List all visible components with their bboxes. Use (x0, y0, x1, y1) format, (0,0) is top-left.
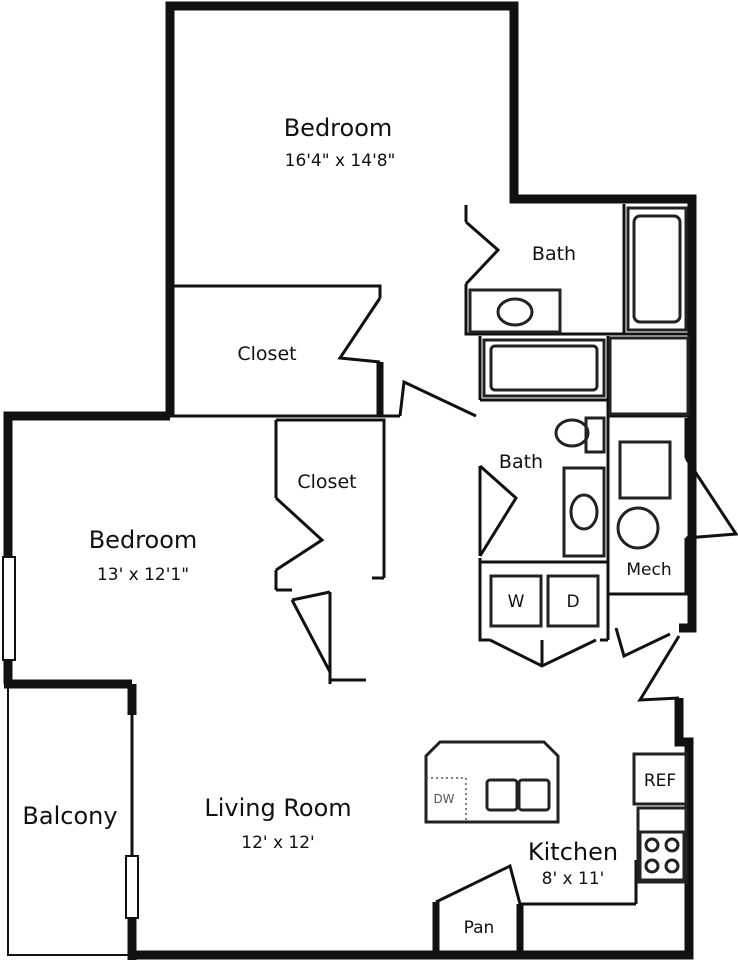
kitchen-island (424, 740, 560, 824)
dryer (546, 574, 600, 628)
closet-2-label: Closet (297, 471, 356, 493)
balcony-label: Balcony (22, 802, 117, 830)
stove (636, 806, 688, 884)
kitchen-name: Kitchen (528, 838, 618, 866)
bathtub-2 (482, 338, 606, 398)
mech-label: Mech (626, 560, 671, 580)
washer (489, 574, 543, 628)
kitchen-dims: 8' x 11' (542, 869, 605, 889)
bath-1-label: Bath (532, 243, 576, 265)
balcony-outline (7, 684, 130, 956)
dryer-label: D (566, 592, 579, 612)
fixtures (424, 206, 690, 884)
dishwasher-outline (426, 777, 467, 822)
refrigerator-label: REF (644, 771, 676, 791)
bathtub-1 (626, 206, 688, 332)
room-labels: Bedroom 16'4" x 14'8" Bedroom 13' x 12'1… (22, 114, 671, 938)
bedroom-2-dims: 13' x 12'1" (97, 565, 189, 585)
pantry-label: Pan (464, 918, 495, 938)
living-room-name: Living Room (204, 794, 351, 822)
sink-left (485, 778, 519, 812)
living-room-dims: 12' x 12' (241, 833, 314, 853)
bedroom-1-dims: 16'4" x 14'8" (285, 151, 396, 171)
toilet (554, 418, 590, 448)
refrigerator (632, 752, 688, 806)
vanity-1 (468, 288, 562, 334)
bath-2-label: Bath (499, 451, 543, 473)
appliance-labels: W D REF DW (433, 592, 676, 806)
doors (274, 220, 738, 905)
vanity-2 (562, 466, 606, 558)
water-heater-box (618, 440, 672, 500)
dishwasher-label: DW (433, 792, 454, 806)
sink-right (517, 778, 551, 812)
washer-label: W (508, 592, 525, 612)
wall-stubs (376, 362, 524, 955)
bedroom-2-name: Bedroom (89, 526, 198, 554)
closet-1-label: Closet (237, 343, 296, 365)
bedroom-1-name: Bedroom (284, 114, 393, 142)
